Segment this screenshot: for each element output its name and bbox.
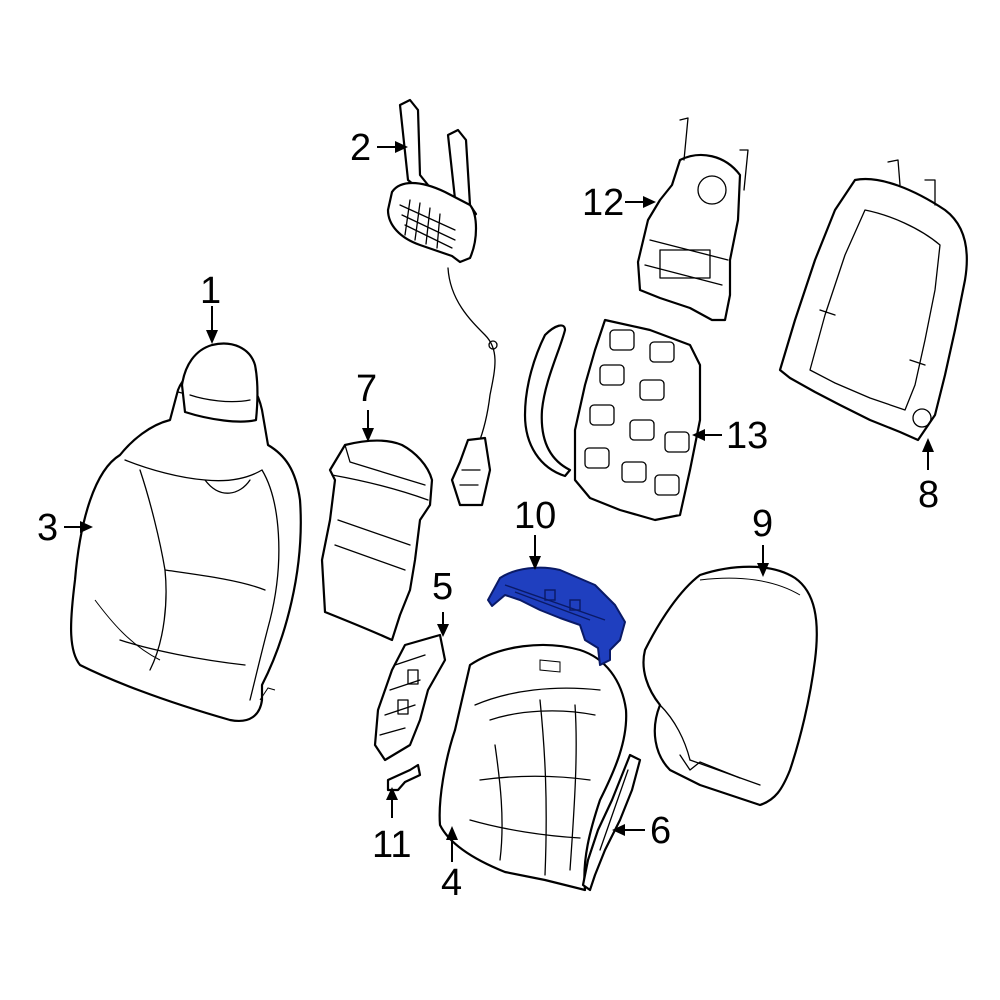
callout-2: 2 bbox=[350, 127, 372, 169]
part-1-headrest[interactable] bbox=[180, 342, 259, 423]
part-5-side-bracket[interactable] bbox=[373, 633, 447, 762]
part-6-side-trim[interactable] bbox=[581, 753, 642, 892]
callout-7: 7 bbox=[356, 368, 378, 410]
part-7-back-panel[interactable] bbox=[320, 439, 434, 642]
callout-8: 8 bbox=[918, 474, 940, 516]
part-2-headrest-guide[interactable] bbox=[386, 98, 498, 507]
part-3-seat-back-cover[interactable] bbox=[70, 368, 302, 723]
part-10-highlighted-bracket[interactable] bbox=[487, 566, 626, 666]
callout-5: 5 bbox=[432, 566, 454, 608]
part-12-back-plate[interactable] bbox=[636, 117, 749, 322]
callout-12: 12 bbox=[582, 182, 625, 224]
callout-3: 3 bbox=[37, 507, 59, 549]
callout-9: 9 bbox=[752, 503, 774, 545]
callout-4: 4 bbox=[441, 862, 463, 904]
callout-1: 1 bbox=[200, 270, 222, 312]
part-8-back-frame[interactable] bbox=[778, 159, 968, 442]
callout-13: 13 bbox=[726, 415, 769, 457]
part-11-clip[interactable] bbox=[386, 763, 422, 792]
part-9-cushion-pad[interactable] bbox=[642, 565, 818, 807]
part-13-lumbar-support[interactable] bbox=[523, 318, 702, 522]
callout-11: 11 bbox=[372, 824, 412, 866]
callout-6: 6 bbox=[650, 810, 672, 852]
part-4-seat-cushion-cover[interactable] bbox=[438, 643, 628, 892]
callout-10: 10 bbox=[514, 495, 557, 537]
leader-lines bbox=[64, 141, 934, 862]
